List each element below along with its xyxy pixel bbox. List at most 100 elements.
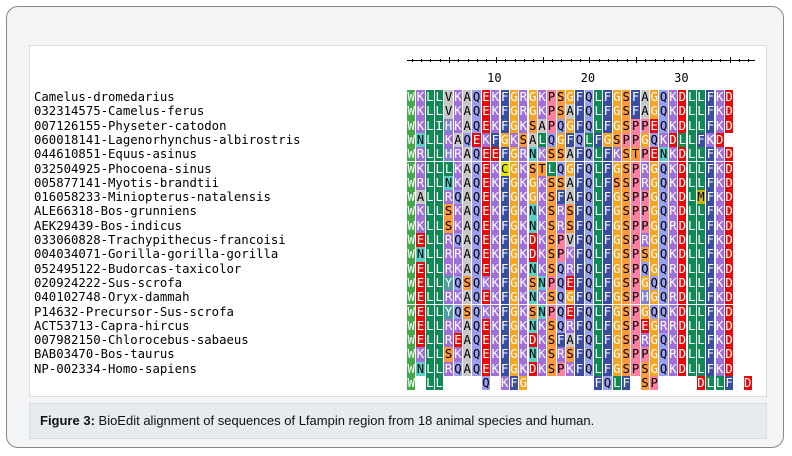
residue-cell: K [491,175,500,191]
residue-cell: V [444,104,453,119]
residue-cell: P [640,218,650,233]
residue-cell: W [407,104,416,119]
residue-cell: A [565,104,575,119]
ruler-tick [682,57,684,63]
residue-cell: D [678,261,687,276]
residue-cell: K [519,333,528,348]
residue-cell: K [519,347,528,362]
residue-cell: N [444,175,453,191]
residue-cell: G [612,161,621,176]
residue-cell: R [519,147,528,162]
residue-cell: A [463,233,472,248]
residue-cell: F [706,247,715,262]
residue-cell: Q [659,104,668,119]
residue-cell: R [444,333,453,348]
sequence-name: ACT53713-Capra-hircus [34,318,190,333]
residue-cell: Q [650,304,659,319]
residue-cell: Q [556,118,565,133]
residue-cell: S [444,204,453,219]
residue-cell: F [575,290,584,305]
residue-cell: S [565,204,575,219]
residue-cell: L [425,190,434,205]
residue-cell: Q [603,376,612,391]
residue-cell: A [565,175,575,191]
residue-cell: W [407,275,416,291]
residue-cell: L [594,304,603,319]
residue-cell: Q [584,333,593,348]
residue-cell: L [696,261,706,276]
residue-cell: S [547,147,556,162]
residue-cell: H [640,290,650,305]
ruler-tick [626,59,628,62]
residue-cell: Q [584,104,593,119]
residue-cell: R [640,333,650,348]
residue-cell: S [528,275,537,291]
residue-cell: K [519,318,528,334]
residue-cell: F [575,318,584,334]
residue-cell: F [575,175,584,191]
residue-cell: G [509,90,519,105]
residue-cell: F [706,218,715,233]
residue-cell: F [565,132,575,148]
residue-cell: E [453,333,463,348]
residue-cell: L [612,376,621,391]
residue-cell: G [509,218,519,233]
residue-cell: F [500,233,509,248]
residue-cell: G [612,333,621,348]
residue-cell: Q [472,275,481,291]
residue-cell: Q [472,304,481,319]
residue-cell: F [696,132,706,148]
ruler-tick [467,59,469,62]
residue-cell: S [612,175,621,191]
residue-cell: L [678,132,687,148]
residue-cell: F [575,304,584,319]
residue-cell: F [706,361,715,376]
residue-cell: K [519,204,528,219]
residue-cell: K [612,147,621,162]
residue-cell: N [528,147,537,162]
residue-cell: L [696,361,706,376]
residue-cell: F [500,104,509,119]
residue-cell: K [668,175,678,191]
residue-cell: G [612,361,621,376]
residue-cell: S [547,347,556,362]
residue-cell: S [640,361,650,376]
residue-cell: G [528,190,537,205]
sequence-name: 007126155-Physeter-catodon [34,118,227,133]
residue-cell: K [481,304,491,319]
residue-cell: L [687,261,696,276]
ruler-tick [570,59,572,62]
residue-cell: D [678,90,687,105]
residue-cell: W [407,118,416,133]
residue-cell: Q [453,304,463,319]
residue-cell: Q [659,261,668,276]
ruler-tick [542,57,544,63]
residue-cell: W [407,261,416,276]
residue-cell: E [481,290,491,305]
residue-cell: G [612,104,621,119]
residue-cell: A [463,147,472,162]
residue-cell: K [491,318,500,334]
residue-cell: K [668,361,678,376]
residue-cell: Q [472,347,481,362]
residue-cell: F [575,204,584,219]
residue-cell: L [687,361,696,376]
residue-cell: K [500,376,509,391]
residue-cell: G [509,204,519,219]
residue-cell [463,376,471,390]
residue-cell: L [435,247,444,262]
residue-cell: S [622,290,631,305]
residue-cell: A [640,104,650,119]
residue-cell: E [416,261,425,276]
residue-cell: L [687,333,696,348]
residue-cell: R [556,347,565,362]
residue-cell: N [416,132,425,148]
consensus-label [34,376,414,390]
residue-cell: D [678,318,687,334]
residue-cell: F [575,247,584,262]
residue-cell: K [537,233,547,248]
residue-cell: K [416,161,425,176]
residue-cell: S [547,290,556,305]
residue-cell: F [575,118,584,133]
